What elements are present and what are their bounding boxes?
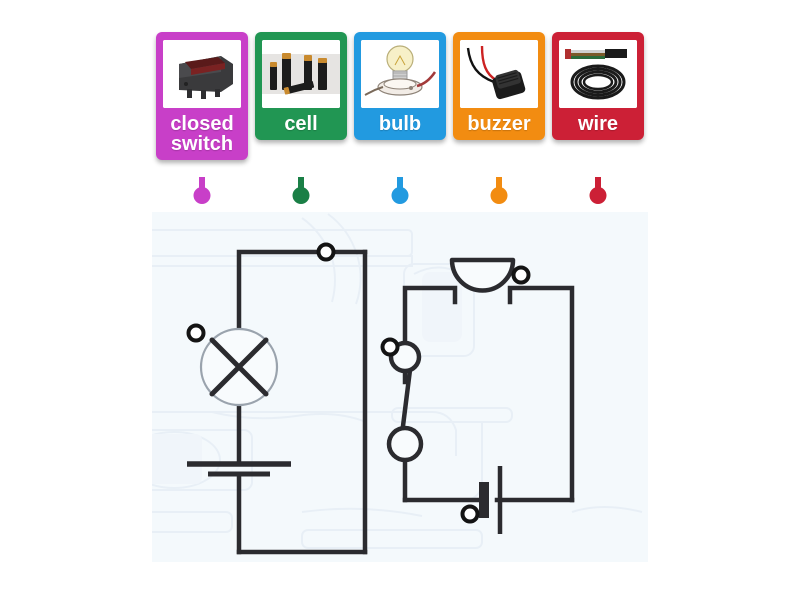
drop-pin-buzzer[interactable] [490, 187, 508, 204]
label-card-buzzer[interactable]: buzzer [453, 32, 545, 140]
label-card-bulb[interactable]: bulb [354, 32, 446, 140]
rocker-switch-icon [163, 40, 241, 108]
card-image-bulb [361, 40, 439, 108]
pin-stem-cell [298, 177, 304, 189]
label-card-group-wire: wire [552, 32, 644, 204]
label-cards-row: closed switch [0, 0, 800, 210]
label-card-text-bulb: bulb [378, 113, 422, 135]
right-circuit-top-left-wire [402, 285, 458, 346]
label-card-cell[interactable]: cell [255, 32, 347, 140]
drop-pin-closed-switch[interactable] [193, 187, 211, 204]
drop-target-right-cell[interactable] [460, 504, 480, 524]
open-switch-symbol [386, 340, 424, 463]
pin-stem-buzzer [496, 177, 502, 189]
diagram-panel [152, 212, 648, 562]
light-bulb-icon [361, 40, 439, 108]
right-circuit-right-wire [507, 285, 575, 503]
label-card-group-buzzer: buzzer [453, 32, 545, 204]
pin-stem-closed-switch [199, 177, 205, 189]
label-card-group-bulb: bulb [354, 32, 446, 204]
label-card-text-cell: cell [284, 113, 318, 135]
batteries-icon [262, 40, 340, 108]
card-image-buzzer [460, 40, 538, 108]
drop-target-switch[interactable] [380, 337, 400, 357]
circuit-diagrams [186, 242, 575, 555]
left-cell-symbol [187, 461, 291, 477]
pin-stem-wire [595, 177, 601, 189]
label-card-group-cell: cell [255, 32, 347, 204]
right-cell-symbol [479, 466, 503, 534]
buzzer-icon [460, 40, 538, 108]
lamp-symbol [199, 327, 279, 407]
coiled-wire-icon [559, 40, 637, 108]
label-card-text-closed-switch: closed switch [170, 113, 234, 155]
right-circuit [402, 285, 575, 503]
card-image-wire [559, 40, 637, 108]
card-image-closed-switch [163, 40, 241, 108]
drop-pin-wire[interactable] [589, 187, 607, 204]
label-card-text-buzzer: buzzer [467, 113, 531, 135]
label-card-wire[interactable]: wire [552, 32, 644, 140]
drop-target-buzzer[interactable] [511, 265, 531, 285]
drop-target-lamp[interactable] [186, 323, 206, 343]
pin-stem-bulb [397, 177, 403, 189]
left-circuit-top-wire [236, 249, 368, 343]
label-card-group-closed-switch: closed switch [156, 32, 248, 204]
drop-target-left-top-wire[interactable] [316, 242, 336, 262]
card-image-cell [262, 40, 340, 108]
drop-pin-bulb[interactable] [391, 187, 409, 204]
label-card-closed-switch[interactable]: closed switch [156, 32, 248, 160]
buzzer-symbol [449, 257, 516, 293]
label-card-text-wire: wire [577, 113, 619, 135]
left-circuit [236, 249, 368, 555]
drop-pin-cell[interactable] [292, 187, 310, 204]
